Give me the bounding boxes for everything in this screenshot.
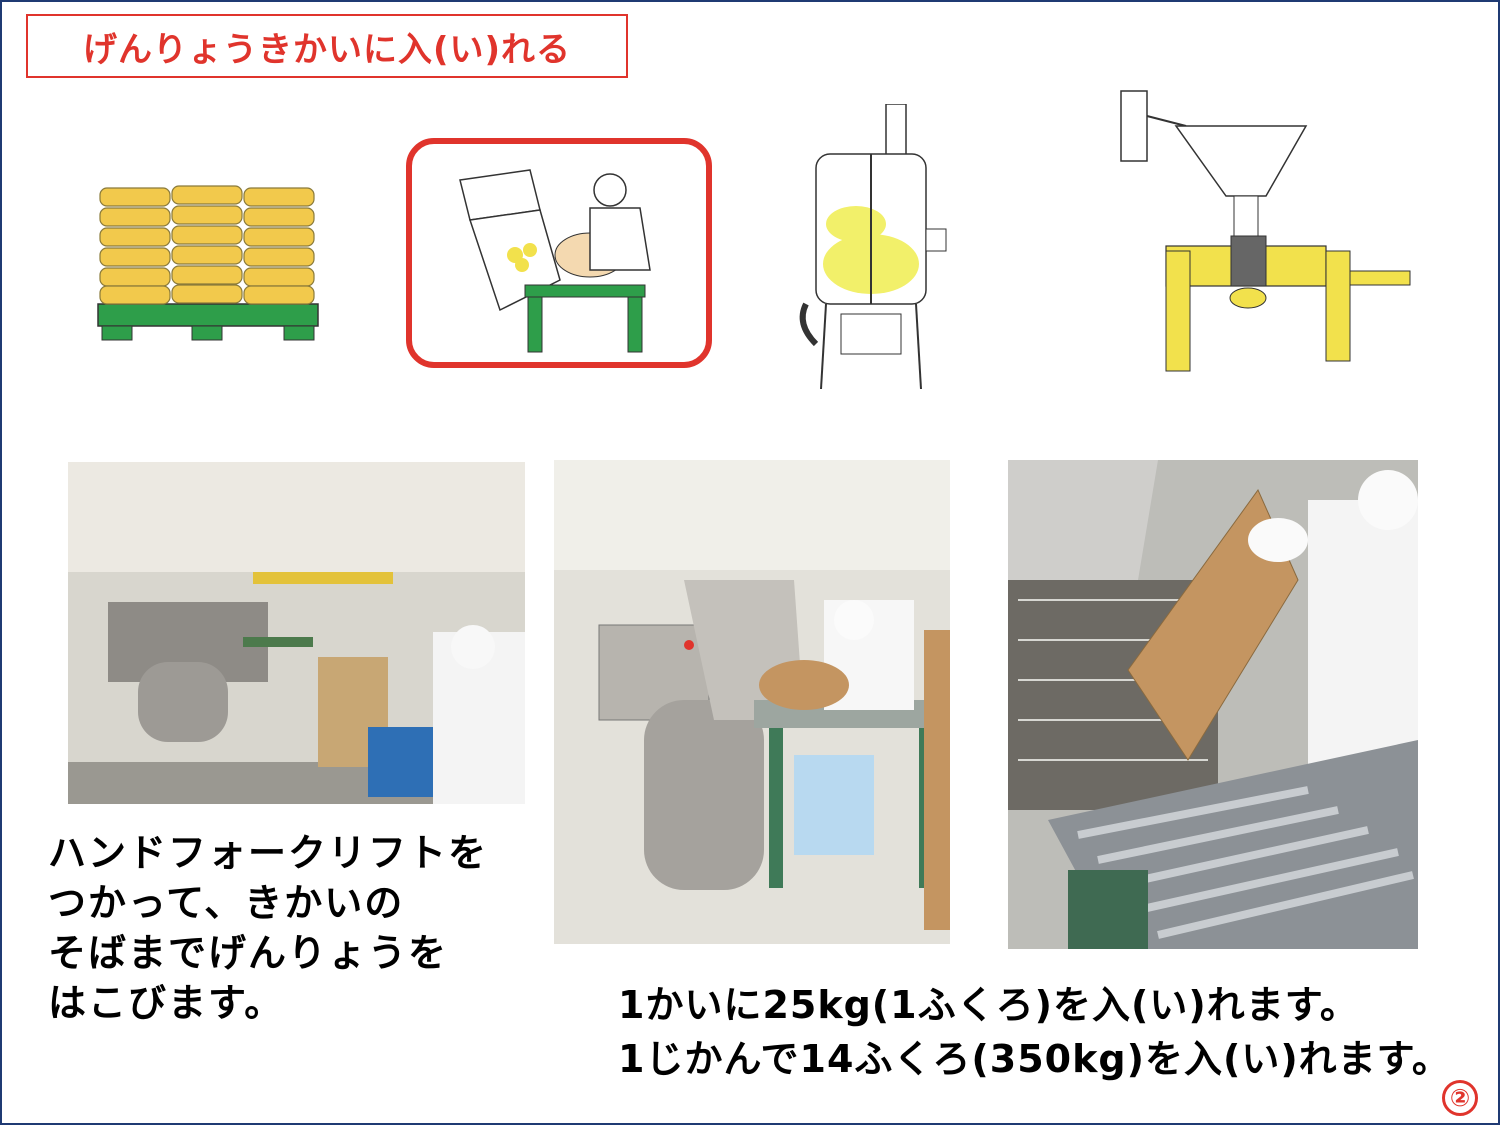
page-number: ② bbox=[1442, 1080, 1478, 1116]
page-title: げんりょうきかいに入(い)れる bbox=[26, 14, 628, 78]
caption-line: 1じかんで14ふくろ(350kg)を入(い)れます。 bbox=[618, 1037, 1451, 1081]
caption-line: つかって、きかいの bbox=[48, 881, 405, 925]
extruder-illustration bbox=[1120, 90, 1411, 372]
mixing-tank-illustration bbox=[799, 104, 947, 390]
caption-line: そばまでげんりょうを bbox=[48, 931, 449, 975]
highlight-frame bbox=[406, 138, 712, 368]
bag-pouring-photo bbox=[1008, 460, 1418, 949]
machine-loading-photo bbox=[554, 460, 950, 944]
quantity-caption: 1かいに25kg(1ふくろ)を入(い)れます。 1じかんで14ふくろ(350kg… bbox=[618, 978, 1478, 1086]
stacked-bags-illustration bbox=[97, 185, 319, 341]
worker-pouring-illustration bbox=[459, 169, 651, 353]
hand-forklift-photo bbox=[68, 462, 525, 804]
forklift-caption: ハンドフォークリフトを つかって、きかいの そばまでげんりょうを はこびます。 bbox=[48, 828, 548, 1028]
caption-line: ハンドフォークリフトを bbox=[48, 831, 489, 875]
caption-line: 1かいに25kg(1ふくろ)を入(い)れます。 bbox=[618, 983, 1359, 1027]
caption-line: はこびます。 bbox=[48, 981, 285, 1025]
